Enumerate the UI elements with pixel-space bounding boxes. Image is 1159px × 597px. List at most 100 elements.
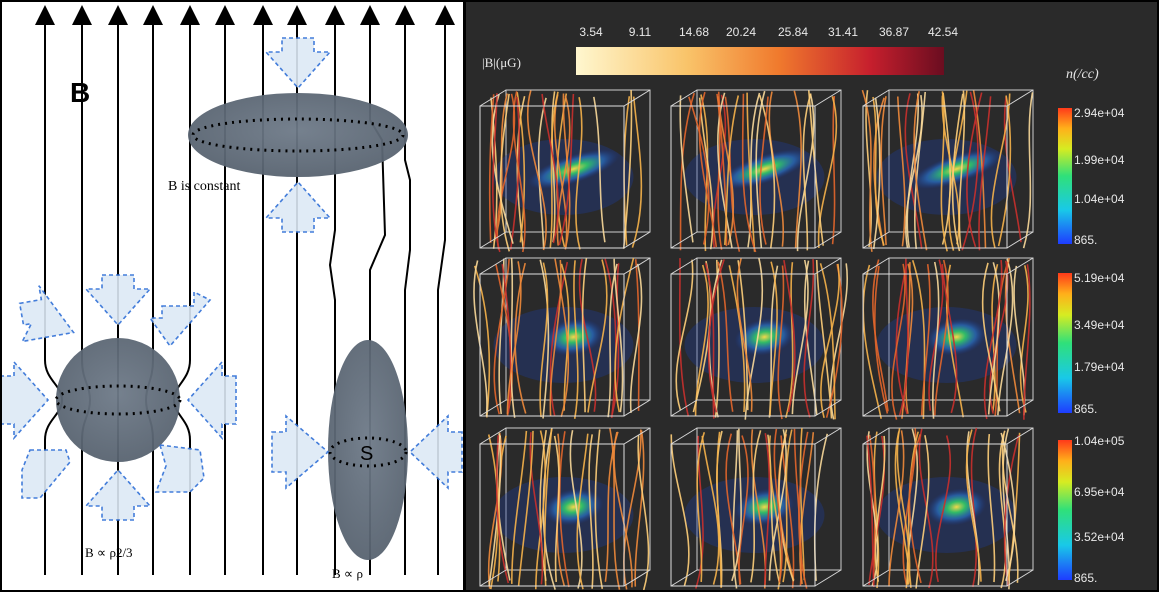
cube-edge [862,257,890,275]
streamline [799,432,815,585]
cube-edge [1006,399,1034,417]
streamline [487,432,503,589]
cube-edge [814,89,842,107]
constant-caption: B is constant [168,179,240,194]
streamline [934,259,949,416]
streamline [539,429,547,582]
streamline [737,260,749,411]
streamline [1003,96,1022,243]
streamline [499,93,511,252]
cube-edge [479,273,625,417]
streamline [783,259,796,413]
density-colorbar-gradient [1058,273,1072,413]
density-core [718,149,811,189]
streamline [868,434,876,585]
arrow-diagonal-icon [18,285,75,343]
streamline [569,430,583,589]
cube-edge [862,399,890,417]
streamline [911,260,926,419]
streamline [908,434,922,584]
streamline [724,95,740,245]
sphere-caption: B ∝ ρ2/3 [85,545,133,560]
density-tick: 865. [1074,233,1097,247]
streamline [581,258,588,413]
streamline [679,92,695,251]
streamline [716,431,722,588]
streamline [604,258,617,418]
b-colorbar-label: |B|(μG) [482,55,521,70]
density-tick: 6.95e+04 [1074,485,1125,499]
cube-edge [670,427,698,445]
streamline [874,265,889,414]
streamline [551,91,556,243]
render-cube [862,257,1034,420]
render-cube [479,89,651,253]
field-line [360,5,387,575]
density-colorbar-row3: 1.04e+05 6.95e+04 3.52e+04 865. [1058,434,1125,585]
streamline [819,263,836,420]
streamline [768,91,785,247]
streamline [785,262,794,419]
streamline [951,93,964,252]
sphere-cloud [54,338,182,462]
render-cube [670,257,848,420]
arrow-down-icon [264,37,332,90]
streamline [1003,434,1020,587]
streamline [758,94,776,249]
streamline [678,258,690,417]
cube-edge [505,257,651,401]
streamline [920,263,931,416]
density-label: n(/cc) [1066,67,1099,82]
density-tick: 865. [1074,402,1097,416]
field-line [143,5,163,575]
streamline [866,435,875,588]
cube-edge [1006,427,1034,445]
cube-edge [888,427,1034,571]
density-core [910,149,1003,189]
render-cube [862,427,1034,590]
density-colorbar-gradient [1058,108,1072,244]
b-tick: 14.68 [679,25,709,39]
field-line [395,5,415,575]
streamline [717,261,734,412]
streamline [631,96,643,248]
cube-edge [1006,257,1034,275]
density-tick: 1.04e+05 [1074,434,1125,448]
b-field-label: B [70,77,90,108]
streamline [904,93,923,249]
simulation-render-panel: |B|(μG) 3.54 9.11 14.68 20.24 25.84 31.4… [466,0,1159,592]
streamline [791,259,809,415]
streamline [872,96,885,246]
streamline [558,431,570,588]
cube-edge [888,89,1034,233]
cube-edge [862,231,890,249]
cube-edge [479,257,507,275]
streamline [820,263,840,419]
streamline [891,263,906,420]
streamline [897,96,906,247]
streamline [906,93,919,248]
streamline [874,435,886,582]
streamline [506,261,522,415]
streamline [562,93,571,250]
streamline [539,259,550,419]
cube-edge [814,399,842,417]
streamline [793,90,802,249]
render-grid: |B|(μG) 3.54 9.11 14.68 20.24 25.84 31.4… [473,25,1125,591]
streamline [862,264,882,419]
streamline [777,265,785,420]
streamline [510,430,528,584]
density-colorbar-gradient [1058,440,1072,580]
cube-edge [479,231,507,249]
streamline [725,433,742,585]
field-schematic-panel: B B is constant B ∝ ρ2/3 B ∝ ρ S [0,0,463,592]
streamline [997,258,1014,416]
streamline [629,263,643,413]
render-cube [670,89,842,253]
cube-edge [670,399,698,417]
render-cube [473,257,651,419]
streamline [1000,432,1016,582]
streamline [983,260,1003,420]
cube-edge [814,257,842,275]
streamline [593,96,606,243]
